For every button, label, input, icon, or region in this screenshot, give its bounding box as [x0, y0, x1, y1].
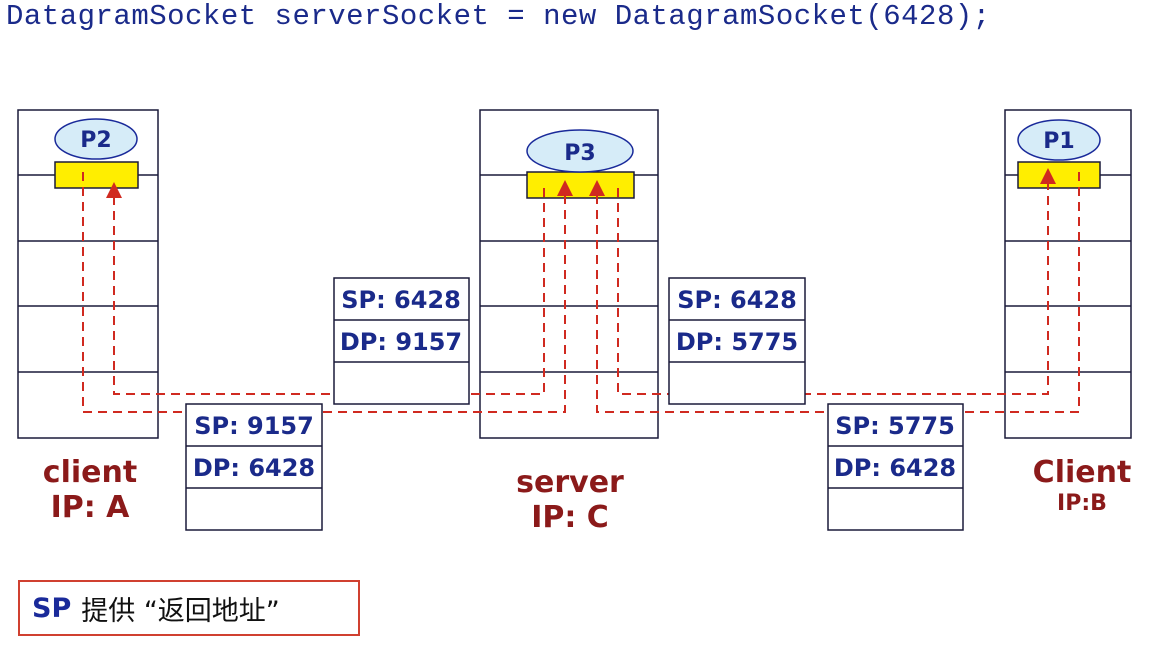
packet-sp: SP: 9157 [194, 412, 314, 440]
process-p3 [526, 129, 634, 173]
host-ip: IP: A [50, 489, 130, 525]
packet-b-to-server: SP: 5775 DP: 6428 [827, 403, 964, 531]
host-client-a: P2 [17, 109, 159, 439]
host-name: server [516, 465, 624, 500]
host-label-client-a: client IP: A [30, 455, 150, 525]
socket-b [1017, 161, 1101, 189]
host-client-b: P1 [1004, 109, 1132, 439]
packet-sp: SP: 6428 [677, 286, 797, 314]
packet-server-to-b: SP: 6428 DP: 5775 [668, 277, 806, 405]
note-text: 提供 “返回地址” [81, 595, 280, 627]
flow-server-to-a [106, 182, 545, 395]
socket-c [526, 171, 635, 199]
packet-sp: SP: 5775 [835, 412, 955, 440]
flow-server-to-b [617, 168, 1056, 395]
host-server-c: P3 [479, 109, 659, 439]
process-p2 [54, 118, 138, 160]
host-label-client-b: Client IP:B [1022, 455, 1142, 516]
packet-sp: SP: 6428 [341, 286, 461, 314]
host-name: Client [1032, 455, 1132, 490]
code-line: DatagramSocket serverSocket = new Datagr… [6, 0, 991, 33]
packet-dp: DP: 9157 [340, 328, 462, 356]
packet-dp: DP: 6428 [193, 454, 315, 482]
process-p1-label: P1 [1043, 129, 1074, 154]
process-p1 [1017, 119, 1101, 161]
note-box: SP 提供 “返回地址” [18, 580, 360, 636]
packet-a-to-server: SP: 9157 DP: 6428 [185, 403, 323, 531]
socket-a [54, 161, 139, 189]
host-label-server-c: server IP: C [500, 465, 640, 535]
host-ip: IP:B [1057, 490, 1107, 516]
flow-a-to-server [82, 172, 573, 413]
process-p3-label: P3 [564, 141, 595, 166]
host-ip: IP: C [531, 499, 609, 535]
packet-dp: DP: 5775 [676, 328, 798, 356]
host-name: client [42, 455, 138, 490]
note-sp: SP [32, 592, 72, 624]
packet-server-to-a: SP: 6428 DP: 9157 [333, 277, 470, 405]
packet-dp: DP: 6428 [834, 454, 956, 482]
process-p2-label: P2 [80, 128, 111, 153]
